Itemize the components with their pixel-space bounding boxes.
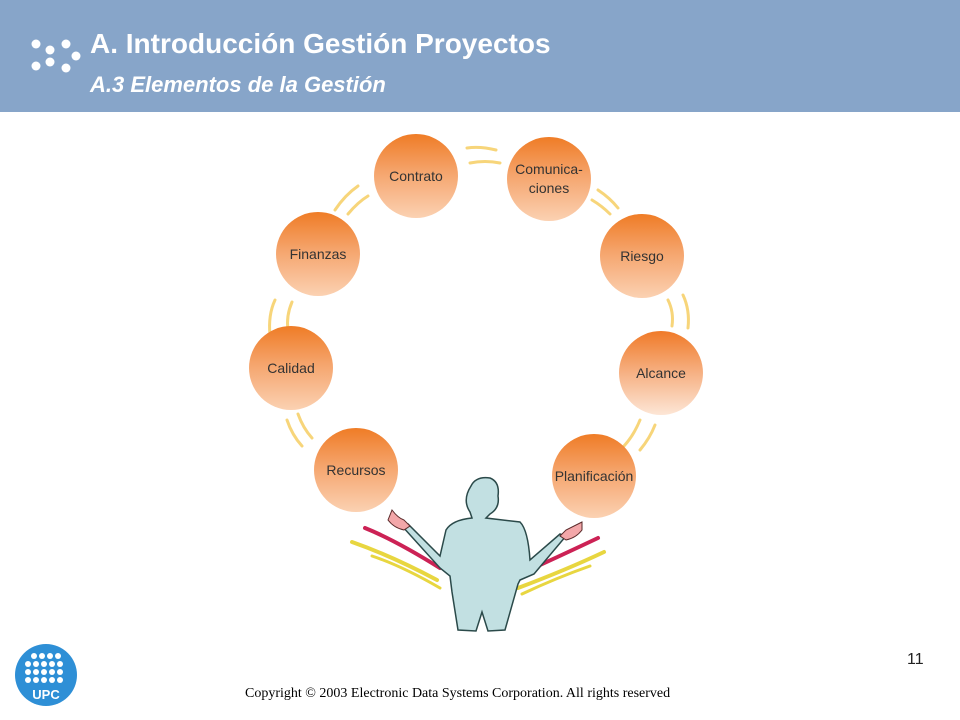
juggling-person-icon — [387, 476, 583, 632]
element-circle-recursos: Recursos — [314, 428, 398, 512]
svg-text:UPC: UPC — [32, 687, 60, 702]
upc-logo: UPC — [15, 644, 77, 706]
element-circle-calidad: Calidad — [249, 326, 333, 410]
page-number: 11 — [907, 651, 924, 668]
slide-header: A. Introducción Gestión Proyectos A.3 El… — [0, 0, 960, 112]
management-elements-diagram: Contrato Comunica- ciones Riesgo Alcance… — [0, 112, 960, 652]
element-circle-alcance: Alcance — [619, 331, 703, 415]
element-circle-finanzas: Finanzas — [276, 212, 360, 296]
slide-subtitle: A.3 Elementos de la Gestión — [90, 72, 386, 97]
slide-title: A. Introducción Gestión Proyectos — [90, 28, 551, 59]
dots-pattern-icon — [31, 39, 81, 73]
motion-swooshes — [268, 145, 690, 632]
copyright-notice: Copyright © 2003 Electronic Data Systems… — [245, 686, 671, 701]
element-circle-planificacion: Planificación — [552, 434, 636, 518]
element-circle-contrato: Contrato — [374, 134, 458, 218]
element-circle-riesgo: Riesgo — [600, 214, 684, 298]
element-circle-comunicaciones: Comunica- ciones — [507, 137, 591, 221]
